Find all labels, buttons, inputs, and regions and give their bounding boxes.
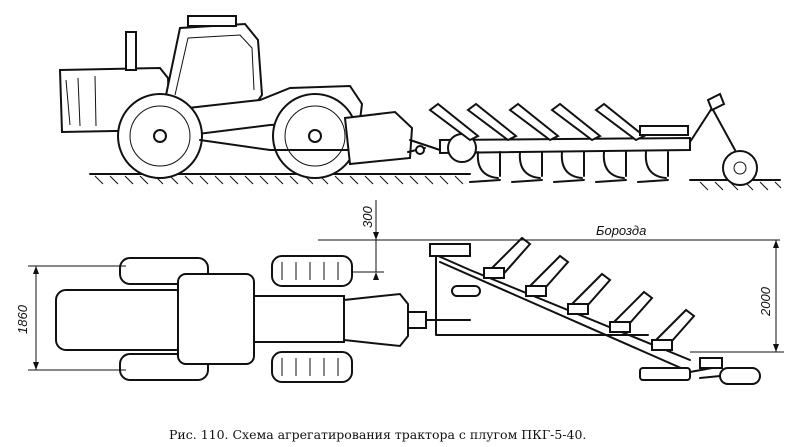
figure-caption: Рис. 110. Схема агрегатирования трактора… [169,427,586,442]
plough-side [428,92,758,186]
exhaust-pipe [125,31,137,71]
ground-line [89,173,782,191]
tractor-top [55,255,427,383]
tractor-hitch-top [343,292,409,348]
rear-right-wheel-top [271,351,353,383]
furrow-label: Борозда [596,223,646,238]
plough-bodies-side [428,102,669,183]
rear-left-wheel-top [271,255,353,287]
plough-bodies-top [483,236,696,352]
tractor-hood-top [55,289,187,351]
top-view [28,200,784,385]
tractor-side [58,15,441,179]
plough-top [425,236,761,385]
dim-2000-label: 2000 [758,286,773,317]
hydraulic-cylinder [639,125,689,136]
dimension-lines [28,200,784,371]
side-view [58,15,782,191]
dim-300-label: 300 [360,206,375,228]
plough-frame [439,136,691,155]
rear-hitch [343,110,414,166]
plough-rear-wheel [722,150,758,186]
tractor-cab-top [177,273,255,365]
dim-1860-label: 1860 [15,304,30,334]
